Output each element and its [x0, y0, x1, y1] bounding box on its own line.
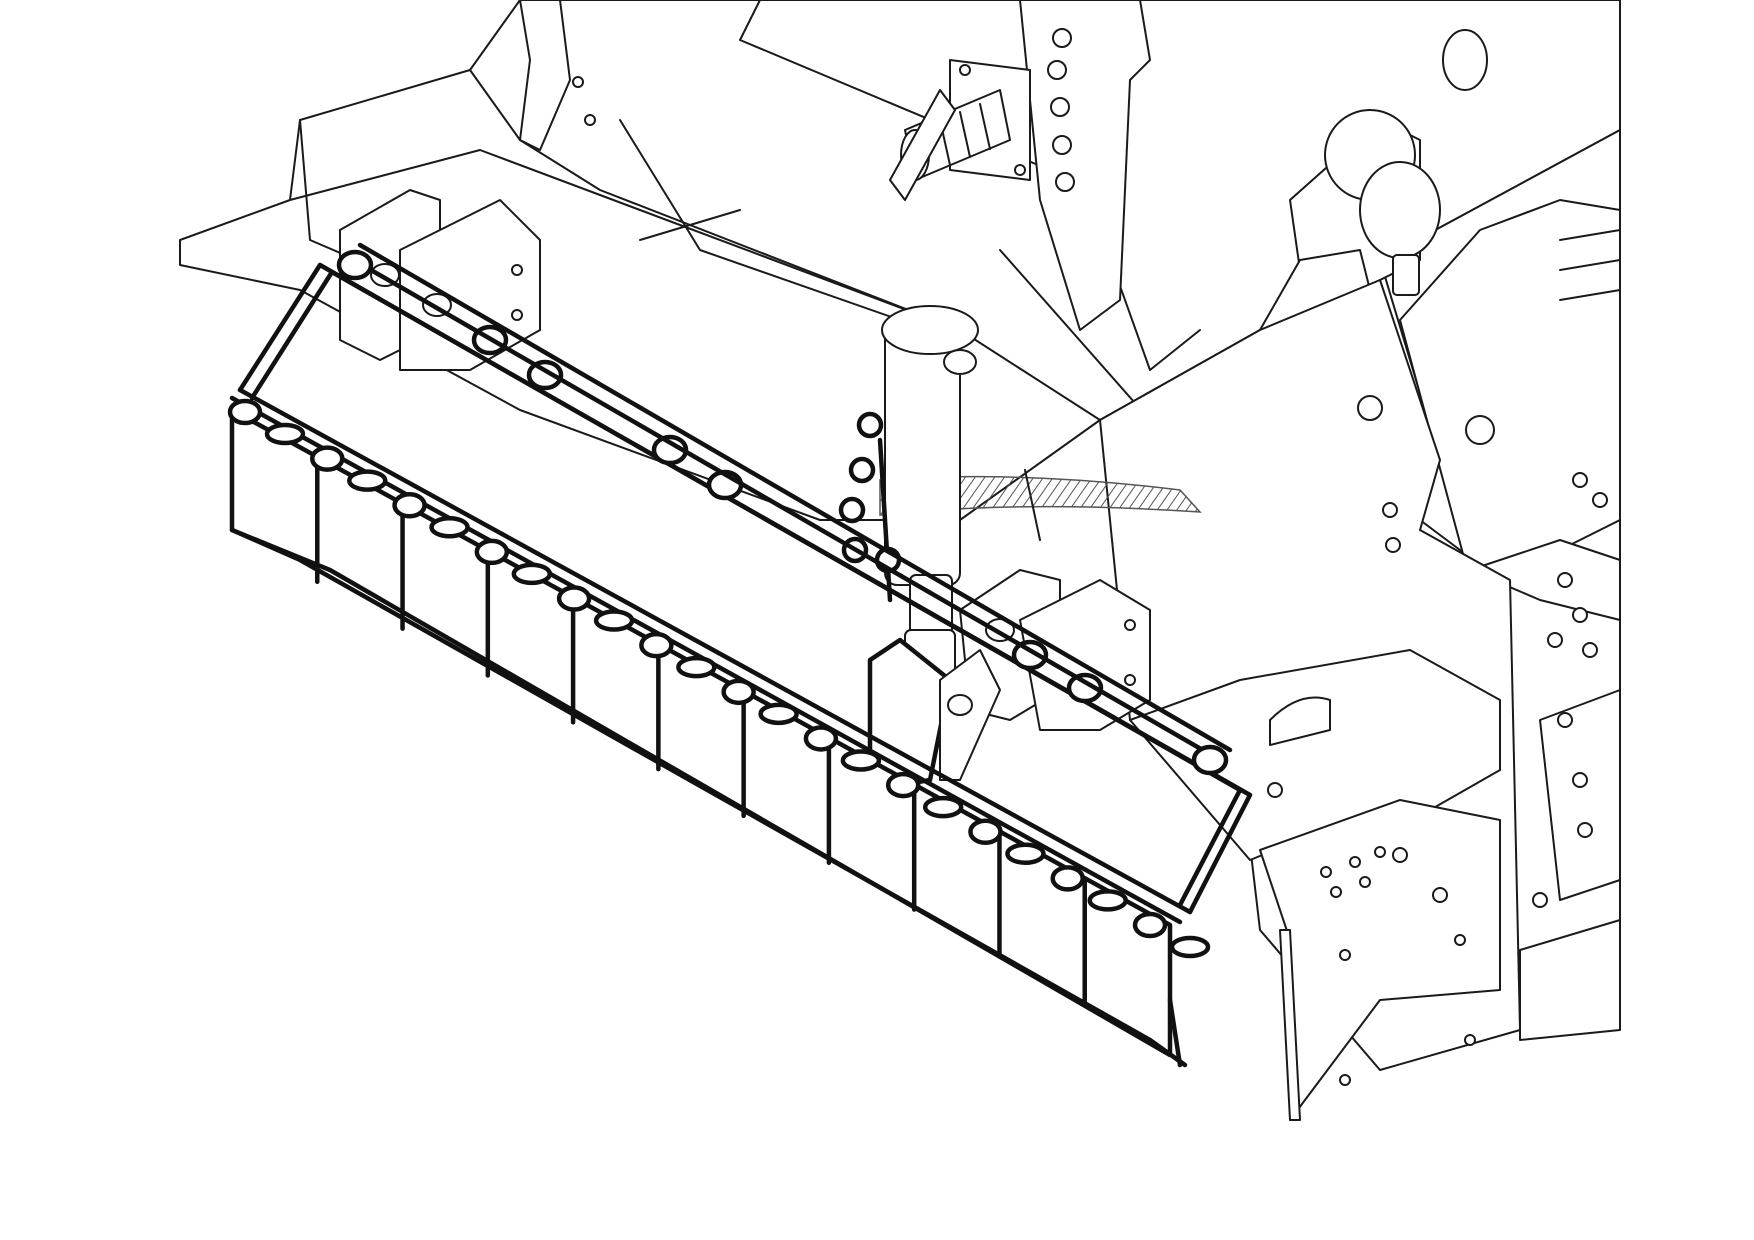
upper-arm-bracket-right [1019, 0, 1151, 331]
upper-hinge-rod [336, 242, 1233, 776]
upper-arm-bracket-left [519, 0, 596, 151]
hinge-ring [1005, 842, 1046, 865]
bolt-head [1572, 772, 1588, 788]
hinge-ring [1132, 911, 1168, 939]
bolt-heads [1267, 472, 1608, 908]
rod-ring [1066, 672, 1104, 704]
hinge-ring [721, 678, 756, 706]
bolt-head [1392, 847, 1408, 863]
hinge-ring [347, 469, 388, 492]
flap-curtain [229, 407, 1188, 1068]
hinge-ring [392, 492, 427, 519]
hinge-ring [227, 398, 263, 426]
lower-mounting-bracket [1259, 799, 1501, 1121]
hinge-ring [556, 585, 592, 612]
hinge-ring [429, 516, 470, 539]
hinge-ring [840, 749, 882, 772]
bolt-head [1582, 642, 1598, 658]
cylinder-bottom-mount [867, 637, 1001, 793]
bolt-head [1572, 472, 1588, 488]
hinge-ring [310, 445, 345, 472]
rod-ring [1011, 639, 1049, 671]
bolt-head [1382, 502, 1398, 518]
hinge-ring [264, 422, 306, 446]
hinge-ring [1087, 889, 1128, 912]
hinge-ring [885, 771, 921, 799]
pto-input-shaft [889, 59, 1031, 201]
hinge-ring [922, 795, 964, 819]
bolt-head [1577, 822, 1593, 838]
flap-dividers [315, 454, 1087, 1006]
hinge-ring [474, 538, 510, 566]
bolt-head [1557, 712, 1573, 728]
hinge-ring [676, 655, 717, 679]
hinge-ring [511, 562, 553, 586]
bolt-head [1572, 607, 1588, 623]
hinge-ring [1050, 865, 1085, 892]
hinge-ring [639, 631, 674, 659]
hinge-ring [758, 702, 799, 726]
flap-hinge-rings [227, 398, 1211, 959]
hinge-ring [1169, 935, 1211, 959]
bolt-head [1267, 782, 1283, 798]
bolt-head [1432, 887, 1448, 903]
bolt-head [1547, 632, 1563, 648]
hinge-ring [593, 609, 635, 632]
bolt-head [1592, 492, 1608, 508]
bolt-head [1532, 892, 1548, 908]
mounting-lug-left [339, 189, 541, 371]
hinge-ring [803, 725, 839, 752]
bolt-head [1385, 537, 1401, 553]
bolt-head [1557, 572, 1573, 588]
hinge-ring [968, 818, 1003, 845]
rod-ring [526, 359, 564, 391]
